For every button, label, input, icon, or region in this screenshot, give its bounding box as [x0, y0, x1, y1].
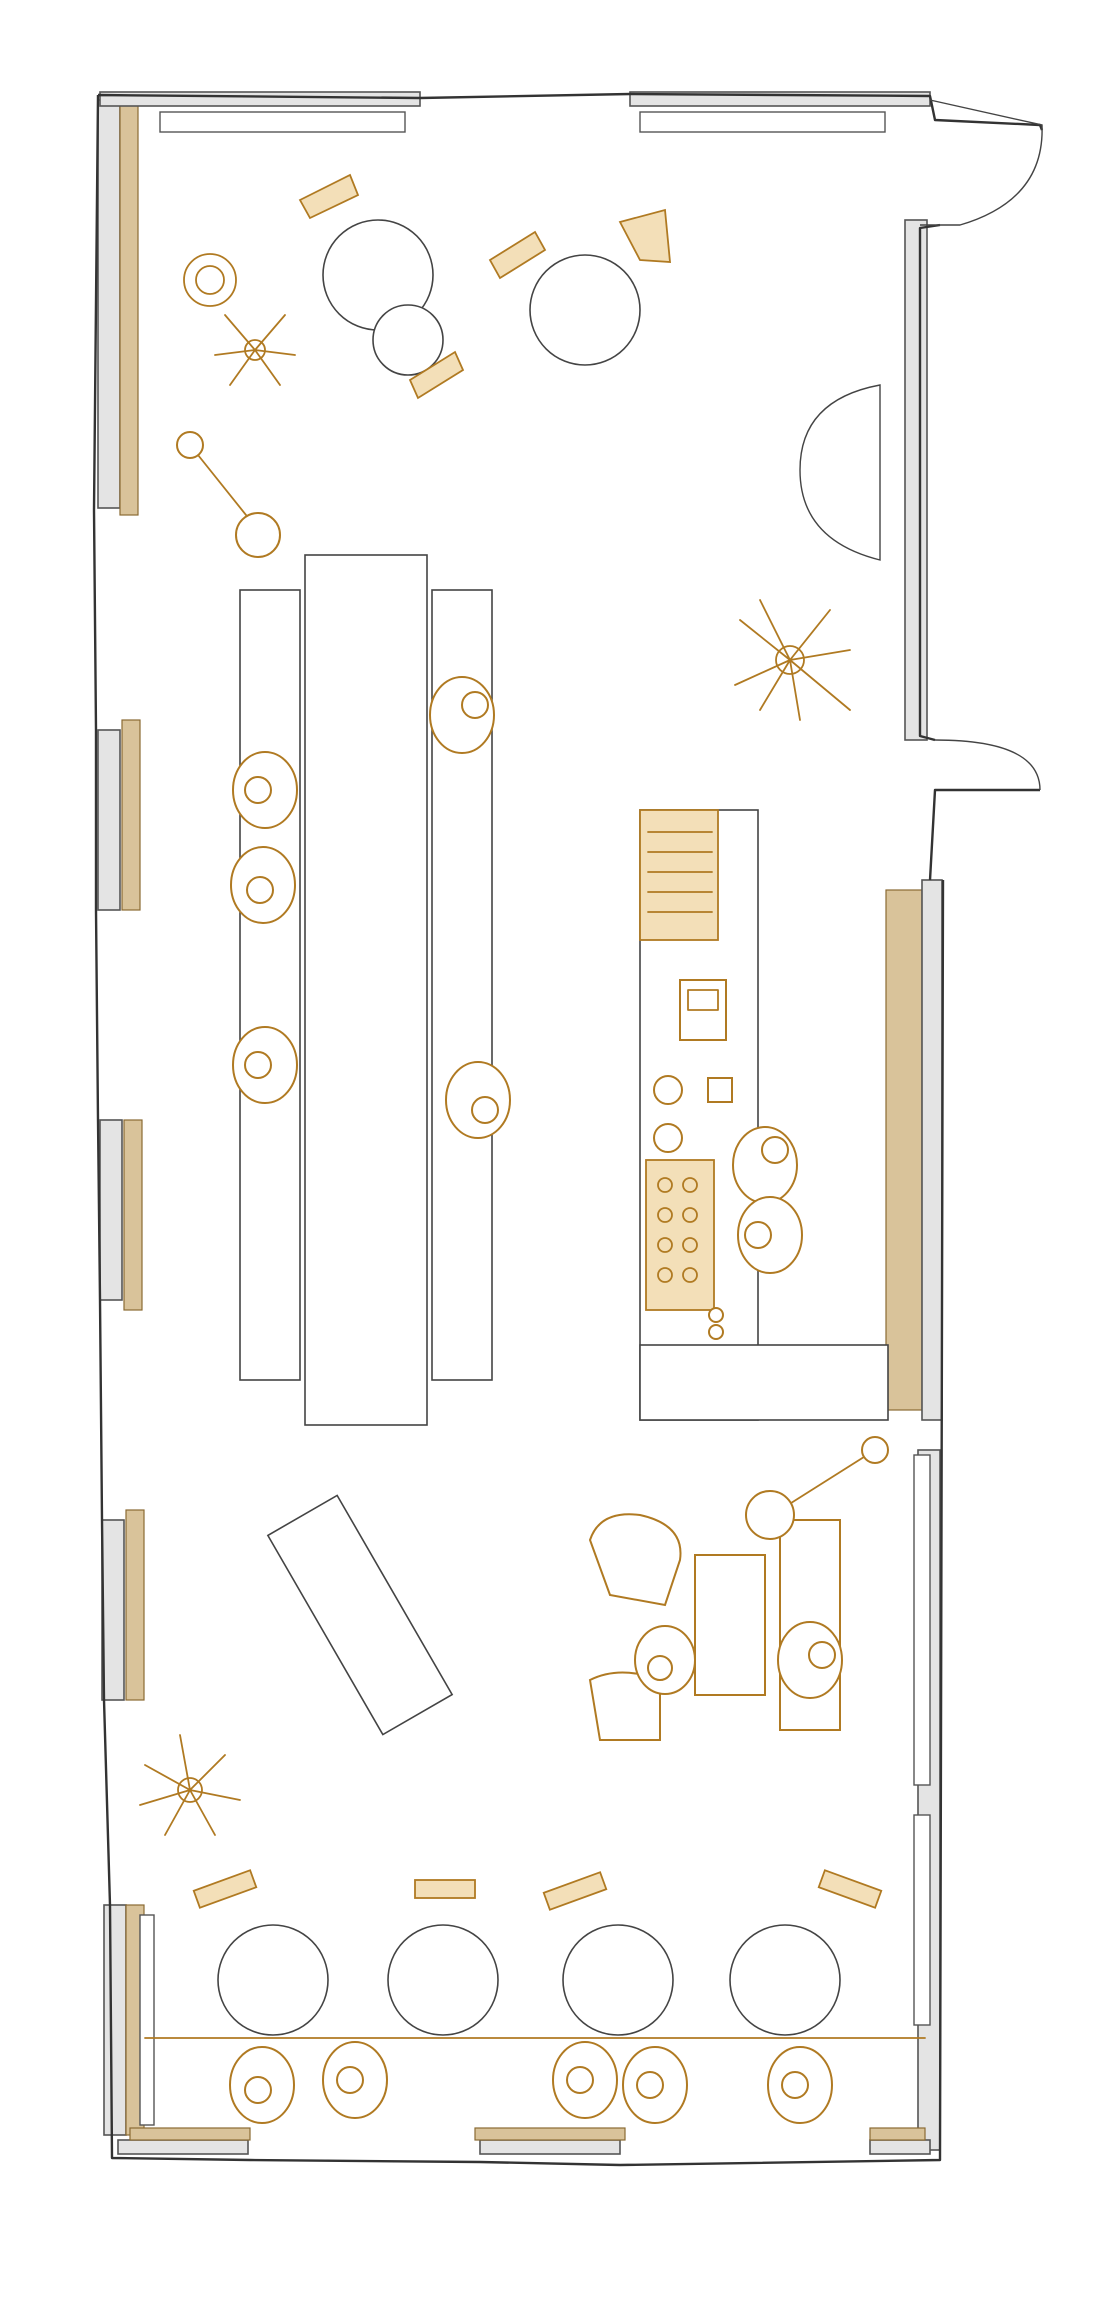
lamp-base-2: [861, 1436, 889, 1464]
right-shelf-trim: [885, 889, 923, 1411]
round-table-6: [387, 1924, 499, 2036]
person-8: [634, 1625, 696, 1695]
left-trim-1: [121, 719, 141, 911]
walls: [97, 91, 943, 2155]
bottom-tables: [144, 1869, 926, 2039]
coffee-table: [694, 1554, 766, 1696]
left-trim-2: [123, 1119, 143, 1311]
right-wall-bay: [904, 219, 928, 741]
person-5: [445, 1061, 511, 1139]
chair-5: [192, 1869, 258, 1909]
chair-8: [817, 1869, 883, 1909]
bottom-wall-1: [117, 2139, 249, 2155]
left-wall-window-3: [101, 1519, 125, 1701]
left-trim-3: [125, 1509, 145, 1701]
round-table-7: [562, 1924, 674, 2036]
espresso-machine: [645, 1159, 715, 1311]
round-table-2: [372, 304, 444, 376]
chair-1: [298, 173, 360, 220]
bottom-wall-3: [869, 2139, 931, 2155]
door-swing-lower: [934, 739, 1041, 791]
bottom-trim-2: [474, 2127, 626, 2141]
chair-4: [618, 208, 671, 263]
top-window-left: [159, 111, 406, 133]
tilted-table: [266, 1494, 454, 1736]
floor-lamps: [176, 431, 889, 1540]
round-table-3: [529, 254, 641, 366]
plant-2: [734, 599, 851, 721]
person-12: [552, 2041, 618, 2119]
communal-table: [304, 554, 428, 1426]
right-glass-2: [913, 1814, 931, 2026]
left-glass-bottom: [139, 1914, 155, 2126]
round-table-8: [729, 1924, 841, 2036]
round-table-5: [217, 1924, 329, 2036]
lamp-shade-2: [745, 1490, 795, 1540]
bottom-trim-1: [129, 2127, 251, 2141]
chair-3: [488, 230, 547, 280]
service-counter: [639, 809, 889, 1421]
left-wall-trim-top: [119, 104, 139, 516]
left-wall-window-2: [99, 1119, 123, 1301]
bottom-trim-3: [869, 2127, 926, 2141]
person-9: [777, 1621, 843, 1699]
person-3: [230, 846, 296, 924]
person-14: [767, 2046, 833, 2124]
lamp-base-1: [176, 431, 204, 459]
left-wall-window-1: [97, 729, 121, 911]
person-11: [322, 2041, 388, 2119]
person-6: [732, 1126, 798, 1204]
top-wall-left: [99, 91, 421, 107]
plant-1: [183, 253, 296, 386]
door-swing-top: [920, 99, 1043, 226]
pastry-display: [639, 809, 719, 941]
left-wall-top: [97, 99, 121, 509]
grinder-1: [653, 1075, 683, 1105]
right-wall-mid: [921, 879, 943, 1421]
person-10: [229, 2046, 295, 2124]
scale: [707, 1077, 733, 1103]
left-wall-bottom: [103, 1904, 127, 2136]
person-4: [232, 1026, 298, 1104]
lounge-chair: [588, 1671, 661, 1741]
lamp-shade-1: [235, 512, 281, 558]
top-tables: [298, 173, 671, 400]
plants: [139, 253, 851, 1836]
chair-2: [408, 350, 465, 400]
grinder-2: [653, 1123, 683, 1153]
person-13: [622, 2046, 688, 2124]
top-window-right: [639, 111, 886, 133]
person-1: [429, 676, 495, 754]
plant-3: [139, 1734, 241, 1836]
people: [229, 676, 843, 2124]
armchair: [588, 1513, 682, 1607]
right-glass-1: [913, 1454, 931, 1786]
counter-return: [639, 1344, 889, 1421]
bay-window: [799, 384, 881, 561]
bottom-wall-2: [479, 2139, 621, 2155]
cup-2: [708, 1324, 724, 1340]
lamp-arm-2: [779, 1449, 876, 1511]
building-outline: [92, 92, 1044, 2167]
cup-1: [708, 1307, 724, 1323]
person-7: [737, 1196, 803, 1274]
bench-left: [239, 589, 301, 1381]
chair-6: [414, 1879, 476, 1899]
person-2: [232, 751, 298, 829]
chair-7: [542, 1871, 608, 1911]
